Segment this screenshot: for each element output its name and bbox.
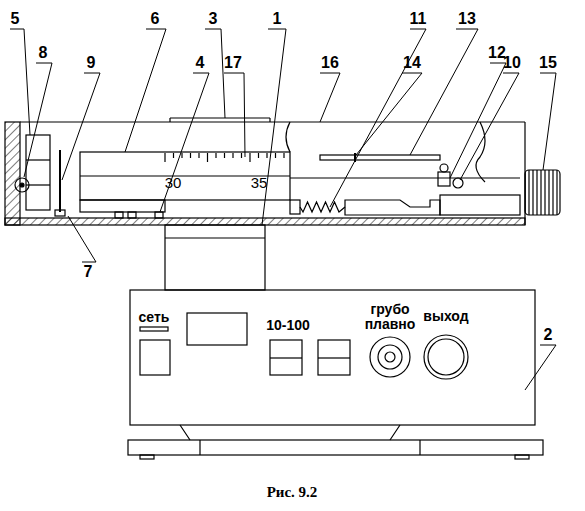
callout-number: 6: [151, 11, 160, 27]
callout-number: 13: [458, 11, 476, 27]
lens: [59, 150, 61, 212]
callout-number: 8: [39, 45, 48, 61]
panel-label: 10-100: [266, 318, 310, 332]
panel-label: сеть: [139, 310, 170, 324]
panel-label: грубо: [370, 302, 409, 316]
panel-label: плавно: [365, 317, 416, 331]
panel-label: выход: [423, 309, 468, 323]
callout-number: 3: [209, 11, 218, 27]
bench-housing: [5, 118, 525, 225]
rod: [440, 195, 520, 215]
scale-number: 30: [165, 175, 182, 190]
callout-number: 16: [321, 55, 339, 71]
scale-number: 35: [251, 175, 268, 190]
carriage: [320, 155, 440, 160]
contact: [453, 178, 463, 188]
callout-number: 1: [273, 11, 282, 27]
tube: [80, 152, 290, 218]
leader-lines: [10, 29, 556, 390]
callout-number: 5: [11, 11, 20, 27]
scale: [165, 153, 284, 162]
piston: [345, 200, 440, 215]
callout-number: 11: [410, 11, 427, 27]
generator: [128, 290, 543, 459]
figure-caption: Рис. 9.2: [267, 484, 318, 501]
callout-number: 10: [503, 55, 521, 71]
callout-number: 7: [84, 264, 93, 280]
column: [165, 225, 265, 290]
callout-number: 17: [224, 55, 242, 71]
callout-number: 9: [87, 55, 96, 71]
spring: [300, 202, 345, 212]
stop-block: [438, 172, 450, 186]
screen-holder: [26, 135, 50, 210]
callout-number: 15: [539, 55, 557, 71]
callout-number: 2: [544, 327, 553, 343]
callout-number: 14: [403, 55, 421, 71]
knob: [525, 170, 560, 215]
callout-number: 4: [196, 55, 205, 71]
